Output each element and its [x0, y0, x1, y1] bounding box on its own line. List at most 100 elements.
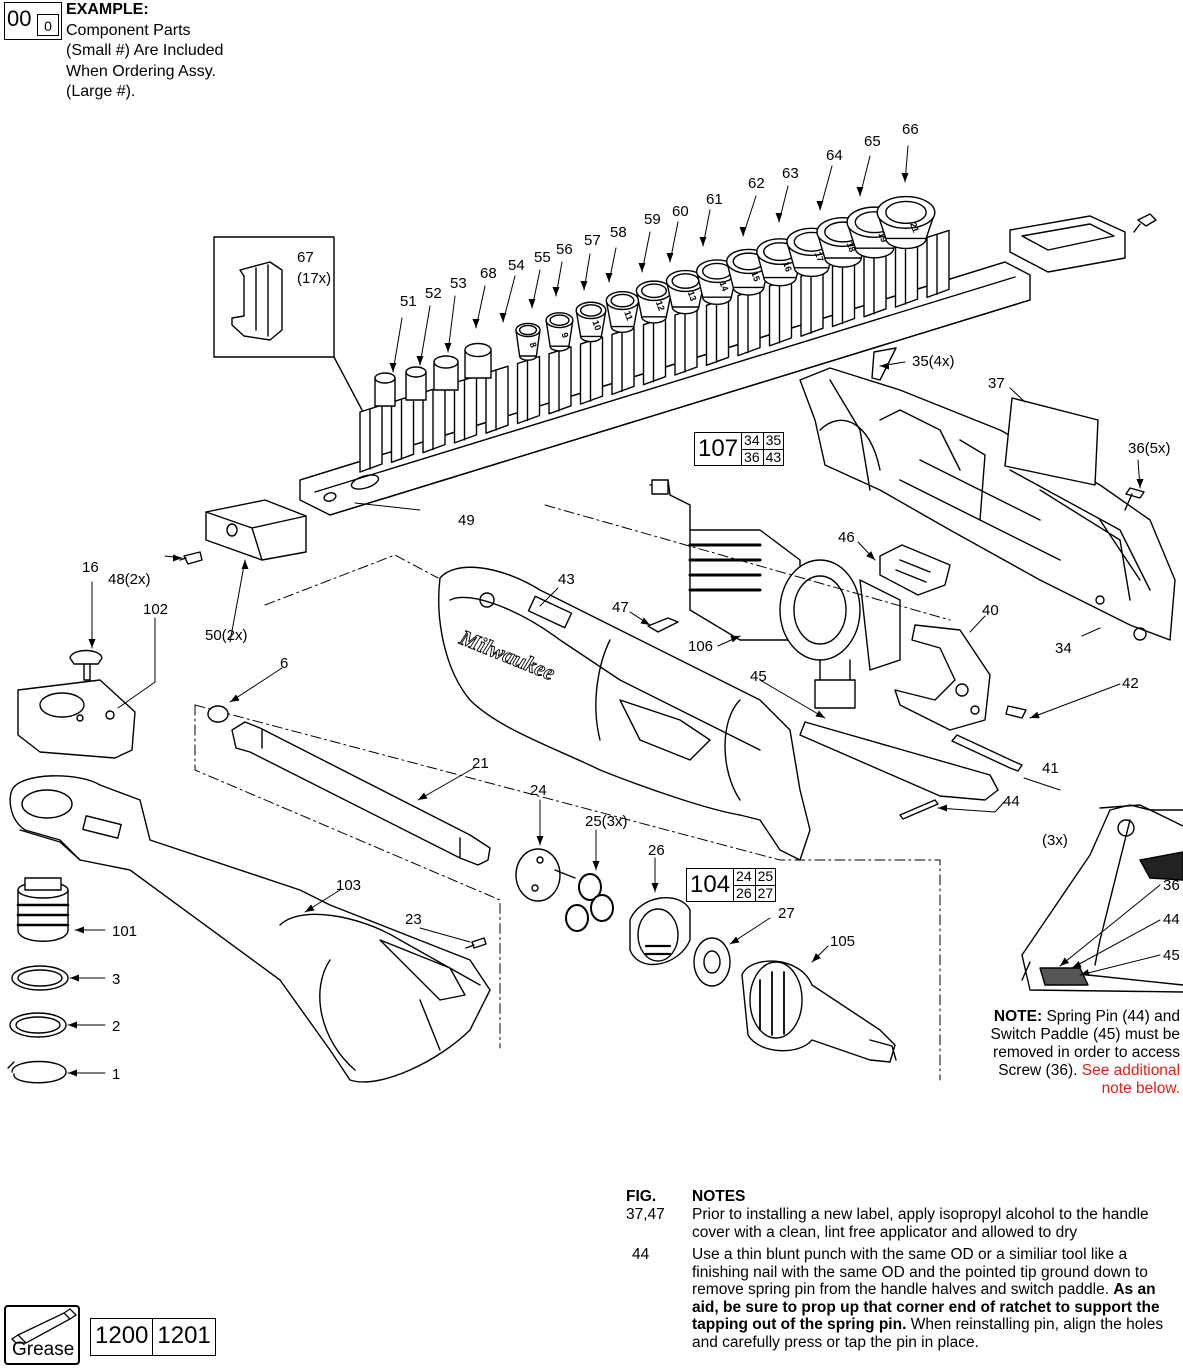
callout-number: 45 — [1163, 947, 1180, 964]
callout-number: 54 — [508, 257, 525, 274]
ratchet-head — [17, 679, 136, 759]
callout-number: 50(2x) — [205, 627, 248, 644]
socket-rail — [299, 261, 1031, 516]
arrowhead — [75, 926, 84, 934]
grease-code: 1201 — [152, 1319, 214, 1355]
callout-number: 105 — [830, 933, 855, 950]
socket-hex — [518, 324, 538, 336]
arrowhead — [418, 792, 428, 800]
socket-clip — [579, 336, 604, 405]
callout-number: 60 — [672, 203, 689, 220]
callout-number: 47 — [612, 599, 629, 616]
kit-part: 24 — [734, 869, 755, 886]
callout-number: 61 — [706, 191, 723, 208]
grease-icon-box: Grease — [4, 1305, 80, 1365]
callout-number: (17x) — [297, 270, 331, 287]
socket-size-label: 8 — [528, 341, 539, 349]
drive-gear — [16, 877, 70, 942]
callout-number: 53 — [450, 275, 467, 292]
kit-part: 34 — [742, 433, 763, 450]
kit-part: 43 — [762, 449, 784, 465]
arrowhead — [1080, 969, 1090, 977]
callout-number: 48(2x) — [108, 571, 151, 588]
snap-ring — [7, 1060, 67, 1084]
label-plate — [1004, 397, 1099, 486]
planet-carrier — [515, 848, 576, 902]
socket-clip — [926, 229, 950, 299]
callout-number: 26 — [648, 842, 665, 859]
thumb-screw — [69, 649, 103, 681]
clip-inset — [213, 236, 363, 411]
arrowhead — [730, 936, 740, 944]
arrowhead — [580, 281, 588, 290]
callout-number: 40 — [982, 602, 999, 619]
arrowhead — [241, 560, 249, 569]
callout-number: 49 — [458, 512, 475, 529]
ring-inner — [15, 1016, 61, 1034]
socket-size-label: 13 — [686, 290, 699, 303]
arrowhead — [528, 299, 536, 308]
callout-number: 36 — [1163, 877, 1180, 894]
arrowhead — [880, 362, 889, 370]
callout-number: 56 — [556, 241, 573, 258]
screw-long — [951, 734, 1023, 772]
note-text: Prior to installing a new label, apply i… — [692, 1206, 1149, 1241]
socket-size-label: 16 — [781, 260, 794, 273]
arrowhead — [230, 694, 240, 702]
detail-inset — [1021, 804, 1183, 993]
arrowhead — [739, 227, 747, 236]
arrowhead — [536, 836, 544, 845]
socket-clip — [485, 365, 509, 434]
bracket — [894, 624, 991, 731]
planet-gears — [565, 873, 614, 932]
callout-number: 44 — [1003, 793, 1020, 810]
callout-number: 23 — [405, 911, 422, 928]
socket-clip — [548, 346, 572, 415]
switch — [879, 544, 951, 596]
arrowhead — [856, 187, 864, 196]
grease-codes: 1200 1201 — [90, 1318, 216, 1356]
socket-clips — [359, 229, 950, 473]
example-big-number: 00 — [7, 6, 32, 31]
ratchet-arm — [9, 775, 491, 1083]
callout-number: 68 — [480, 265, 497, 282]
example-line: Component Parts — [66, 21, 191, 39]
ring-gear — [629, 896, 691, 966]
socket-hex — [579, 304, 603, 317]
callout-number: 63 — [782, 165, 799, 182]
arrowhead — [638, 263, 646, 272]
housing-half — [799, 367, 1176, 641]
kit-part: 36 — [744, 448, 760, 465]
note-text: Use a thin blunt punch with the same OD … — [692, 1246, 1182, 1351]
housing-cover: Milwaukee — [438, 566, 811, 861]
kit-part: 25 — [754, 869, 776, 886]
arrowhead — [416, 356, 424, 365]
screw — [1124, 487, 1145, 511]
callout-number: 27 — [778, 905, 795, 922]
drive-shaft — [207, 705, 491, 866]
screw — [465, 937, 487, 949]
arrowhead — [70, 974, 79, 982]
grease-code: 1200 — [95, 1322, 149, 1349]
callout-number: 55 — [534, 249, 551, 266]
socket-clip — [359, 404, 383, 473]
note-text-a: Use a thin blunt punch with the same OD … — [692, 1246, 1148, 1298]
socket-size-label: 17 — [813, 250, 826, 263]
callout-number: 102 — [143, 601, 168, 618]
side-note-bold: NOTE: — [993, 1008, 1043, 1025]
socket-clip — [768, 278, 793, 347]
side-note: NOTE: Spring Pin (44) and Switch Paddle … — [990, 1008, 1180, 1098]
arrowhead — [1030, 711, 1040, 719]
arrowhead — [605, 273, 613, 282]
note-fig: 37,47 — [626, 1206, 665, 1223]
socket-clip — [516, 355, 541, 425]
callout-number: (3x) — [1042, 832, 1068, 849]
socket-size-label: 21 — [908, 221, 921, 234]
kit-box-107: 107 34 35 36 43 — [694, 432, 785, 466]
example-line: (Large #). — [66, 83, 136, 100]
socket-clip — [800, 268, 824, 337]
example-small-number: 0 — [37, 14, 59, 36]
washer — [693, 937, 731, 987]
